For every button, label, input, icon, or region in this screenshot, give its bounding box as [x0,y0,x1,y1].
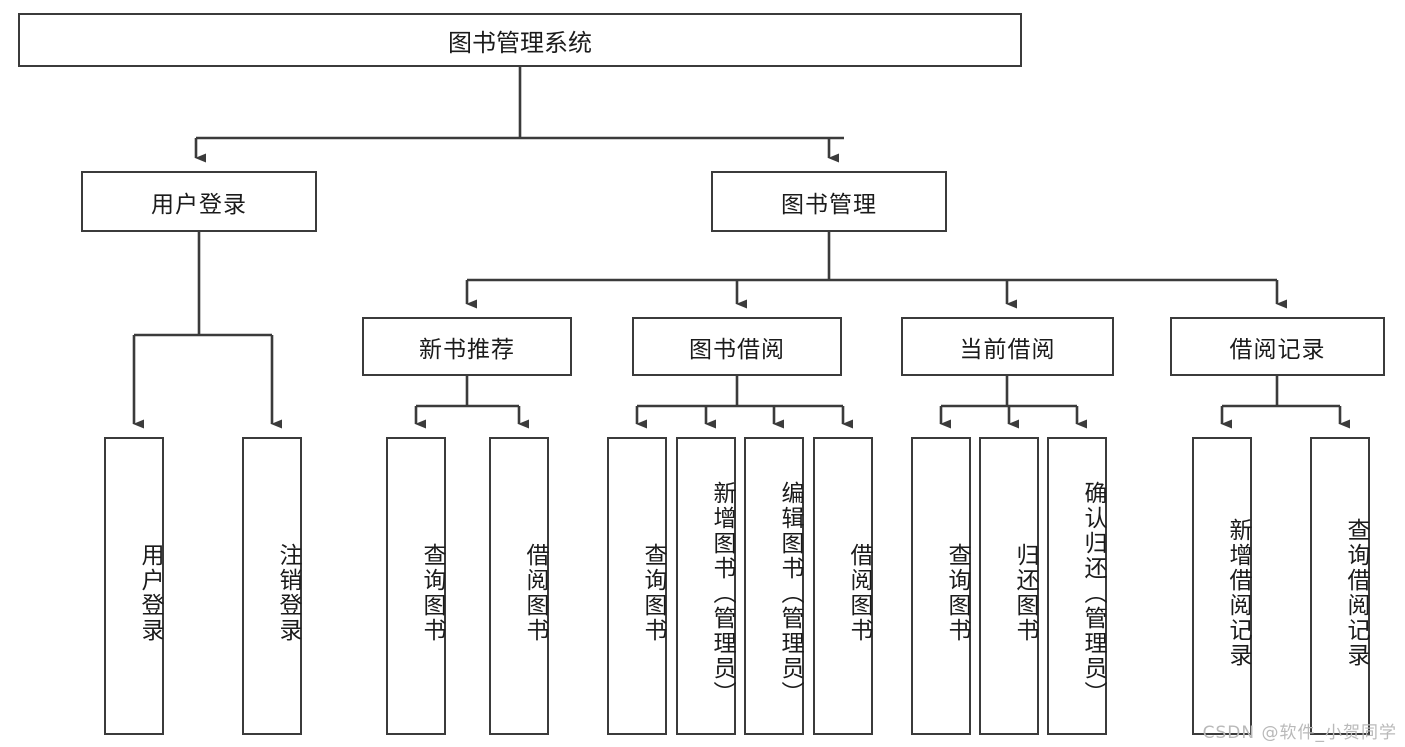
node-root[interactable]: 图书管理系统 [18,13,1022,67]
leaf-borrow-edit-book-admin[interactable]: 编辑图书（管理员） [744,437,804,735]
leaf-recommend-query-book[interactable]: 查询图书 [386,437,446,735]
leaf-label: 注销登录 [275,543,301,643]
leaf-label: 查询借阅记录 [1343,518,1369,668]
leaf-record-query-record[interactable]: 查询借阅记录 [1310,437,1370,735]
leaf-label: 新增借阅记录 [1225,518,1251,668]
node-current-borrow-label: 当前借阅 [959,336,1056,363]
node-book-management[interactable]: 图书管理 [711,171,947,232]
leaf-label: 新增图书（管理员） [709,480,735,706]
leaf-label: 查询图书 [640,543,666,643]
node-user-login-label: 用户登录 [151,191,247,218]
node-book-borrow[interactable]: 图书借阅 [632,317,842,376]
node-borrow-record[interactable]: 借阅记录 [1170,317,1385,376]
leaf-label: 编辑图书（管理员） [777,480,803,706]
leaf-current-query-book[interactable]: 查询图书 [911,437,971,735]
leaf-record-add-record[interactable]: 新增借阅记录 [1192,437,1252,735]
node-new-book-recommend-label: 新书推荐 [419,336,515,363]
leaf-current-return-book[interactable]: 归还图书 [979,437,1039,735]
node-book-management-label: 图书管理 [781,191,877,218]
node-current-borrow[interactable]: 当前借阅 [901,317,1114,376]
leaf-user-login-login[interactable]: 用户登录 [104,437,164,735]
leaf-borrow-borrow-book[interactable]: 借阅图书 [813,437,873,735]
leaf-label: 归还图书 [1012,543,1038,643]
leaf-user-login-logout[interactable]: 注销登录 [242,437,302,735]
watermark: CSDN @软件_小贺同学 [1202,723,1397,743]
leaf-borrow-add-book-admin[interactable]: 新增图书（管理员） [676,437,736,735]
leaf-current-confirm-return-admin[interactable]: 确认归还（管理员） [1047,437,1107,735]
leaf-label: 查询图书 [419,543,445,643]
leaf-recommend-borrow-book[interactable]: 借阅图书 [489,437,549,735]
node-root-label: 图书管理系统 [448,28,592,57]
leaf-label: 借阅图书 [522,543,548,643]
leaf-label: 借阅图书 [846,543,872,643]
node-borrow-record-label: 借阅记录 [1229,336,1326,363]
node-user-login[interactable]: 用户登录 [81,171,317,232]
leaf-label: 用户登录 [137,543,163,643]
leaf-borrow-query-book[interactable]: 查询图书 [607,437,667,735]
node-new-book-recommend[interactable]: 新书推荐 [362,317,572,376]
leaf-label: 查询图书 [944,543,970,643]
node-book-borrow-label: 图书借阅 [689,336,785,363]
leaf-label: 确认归还（管理员） [1080,480,1106,706]
